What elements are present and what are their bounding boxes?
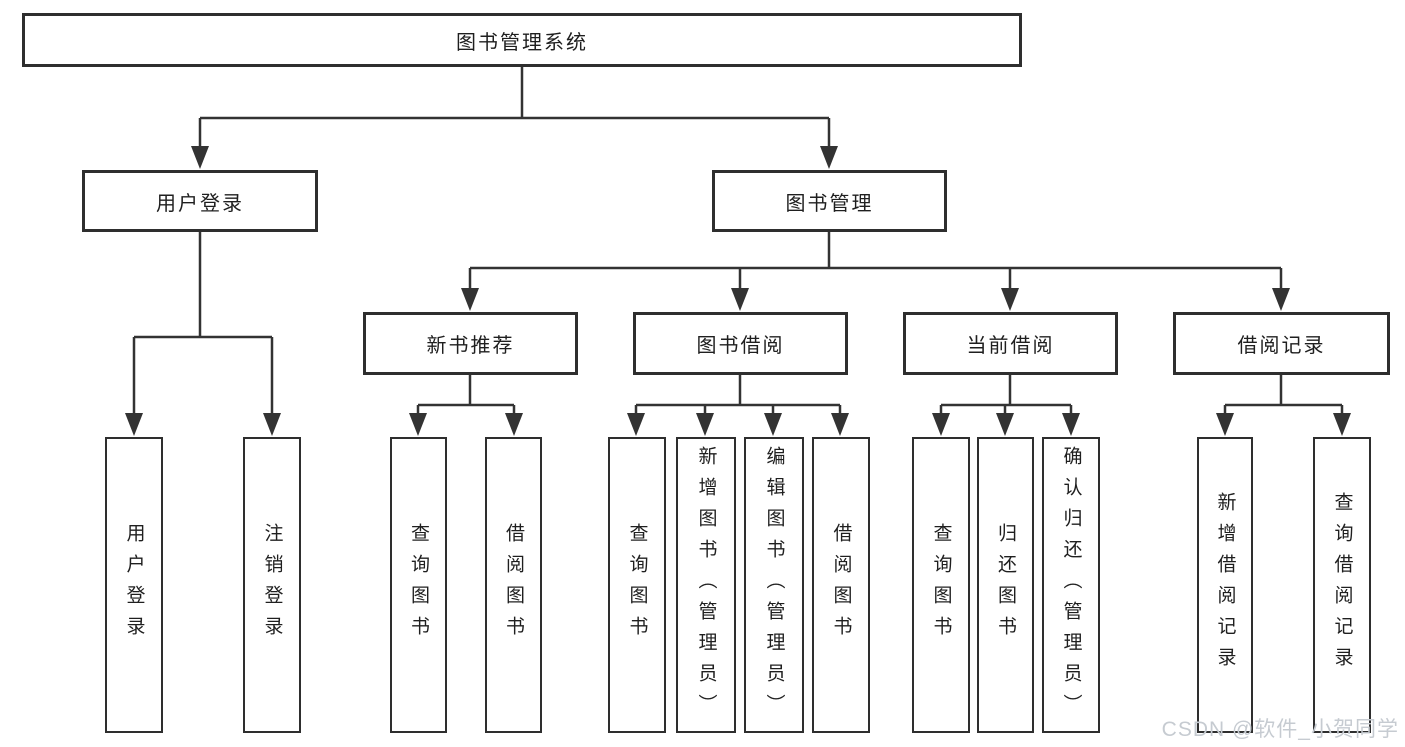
csdn-watermark: CSDN @软件_小贺同学 [1161, 718, 1399, 741]
arrow-icon [1333, 413, 1351, 436]
node-label: 查询借阅记录 [1331, 492, 1353, 678]
leaf-borrow-books-recommend: 借阅图书 [485, 437, 542, 733]
node-root-system: 图书管理系统 [22, 13, 1022, 67]
connector-userlogin-to-leaves [132, 232, 274, 414]
connector-root-to-level2 [198, 67, 831, 147]
node-new-book-recommend: 新书推荐 [363, 312, 578, 375]
node-label: 图书管理系统 [456, 31, 588, 54]
arrow-icon [932, 413, 950, 436]
node-label: 用户登录 [123, 523, 145, 647]
node-label: 编辑图书（管理员） [763, 445, 785, 725]
connector-records-to-leaves [1223, 375, 1344, 414]
arrow-icon [191, 146, 209, 169]
node-label: 确认归还（管理员） [1060, 445, 1082, 725]
leaf-query-books-recommend: 查询图书 [390, 437, 447, 733]
arrow-icon [696, 413, 714, 436]
arrow-icon [409, 413, 427, 436]
node-book-management: 图书管理 [712, 170, 947, 232]
arrow-icon [461, 288, 479, 311]
leaf-add-borrow-record: 新增借阅记录 [1197, 437, 1253, 733]
node-label: 注销登录 [261, 523, 283, 647]
arrow-icon [831, 413, 849, 436]
leaf-confirm-return-admin: 确认归还（管理员） [1042, 437, 1100, 733]
connector-newbook-to-leaves [416, 375, 516, 414]
connector-bookborrow-to-leaves [634, 375, 842, 414]
arrow-icon [1001, 288, 1019, 311]
connector-bookmgmt-to-level3 [468, 232, 1283, 289]
node-label: 新增借阅记录 [1214, 492, 1236, 678]
arrow-icon [1062, 413, 1080, 436]
arrow-icon [505, 413, 523, 436]
node-current-borrowing: 当前借阅 [903, 312, 1118, 375]
node-user-login: 用户登录 [82, 170, 318, 232]
node-label: 查询图书 [930, 523, 952, 647]
leaf-query-books-borrowing: 查询图书 [608, 437, 666, 733]
node-label: 当前借阅 [966, 335, 1055, 357]
node-label: 新增图书（管理员） [695, 445, 717, 725]
leaf-return-books: 归还图书 [977, 437, 1034, 733]
node-label: 借阅图书 [830, 523, 852, 647]
node-label: 查询图书 [408, 523, 429, 647]
leaf-edit-books-admin: 编辑图书（管理员） [744, 437, 804, 733]
leaf-query-borrow-record: 查询借阅记录 [1313, 437, 1371, 733]
arrow-icon [125, 413, 143, 436]
arrow-icon [1272, 288, 1290, 311]
node-borrowing-records: 借阅记录 [1173, 312, 1390, 375]
arrow-icon [263, 413, 281, 436]
node-label: 归还图书 [995, 523, 1016, 647]
arrow-icon [820, 146, 838, 169]
node-label: 用户登录 [156, 192, 244, 215]
arrow-icon [627, 413, 645, 436]
leaf-query-books-current: 查询图书 [912, 437, 970, 733]
arrowheads [125, 146, 1351, 436]
leaf-add-books-admin: 新增图书（管理员） [676, 437, 736, 733]
node-label: 图书借阅 [696, 335, 785, 357]
node-label: 借阅记录 [1237, 335, 1326, 357]
arrow-icon [764, 413, 782, 436]
leaf-user-login: 用户登录 [105, 437, 163, 733]
arrow-icon [996, 413, 1014, 436]
leaf-borrow-books: 借阅图书 [812, 437, 870, 733]
connector-currentborrow-to-leaves [939, 375, 1073, 414]
node-label: 图书管理 [785, 192, 874, 215]
node-label: 新书推荐 [426, 335, 515, 357]
node-label: 查询图书 [626, 523, 648, 647]
arrow-icon [1216, 413, 1234, 436]
node-label: 借阅图书 [503, 523, 524, 647]
leaf-logout: 注销登录 [243, 437, 301, 733]
node-book-borrowing: 图书借阅 [633, 312, 848, 375]
arrow-icon [731, 288, 749, 311]
